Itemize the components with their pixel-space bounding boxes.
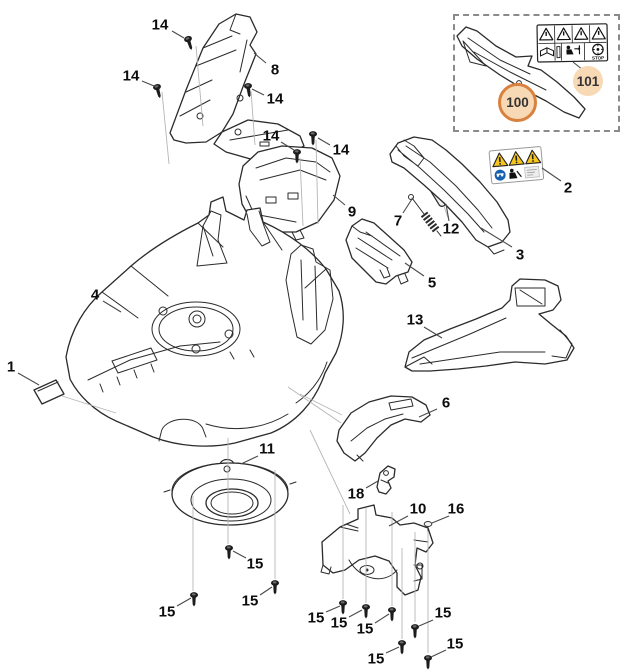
screw-icon[interactable] (183, 35, 196, 52)
callout-label-14[interactable]: 14 (266, 90, 284, 108)
screw-icon[interactable] (243, 82, 254, 98)
callout-label-12[interactable]: 12 (442, 220, 460, 238)
callout-label-5[interactable]: 5 (427, 274, 437, 292)
callout-label-13[interactable]: 13 (406, 311, 424, 329)
callout-label-15[interactable]: 15 (356, 620, 374, 638)
callout-label-15[interactable]: 15 (434, 604, 452, 622)
screw-icon[interactable] (398, 640, 406, 655)
callout-label-16[interactable]: 16 (447, 500, 465, 518)
callout-label-14[interactable]: 14 (262, 127, 280, 145)
part-8-drawing[interactable] (169, 13, 305, 161)
safety-glasses-icon (494, 169, 506, 181)
callout-badge-100[interactable]: 100 (498, 83, 537, 122)
screw-icon[interactable] (388, 607, 396, 622)
screw-icon[interactable] (152, 83, 164, 100)
callout-label-15[interactable]: 15 (446, 635, 464, 653)
inset-dashed-box (453, 14, 620, 132)
screw-icon[interactable] (190, 592, 198, 607)
part-5-drawing[interactable] (345, 218, 413, 285)
screw-icon[interactable] (225, 545, 233, 560)
part-10-drawing[interactable] (320, 504, 434, 596)
stop-dial-icon: STOP (592, 43, 604, 61)
person-mower-icon (509, 168, 522, 179)
screw-icon[interactable] (339, 600, 347, 615)
callout-label-18[interactable]: 18 (347, 485, 365, 503)
read-manual-icon (539, 47, 555, 57)
spacer-icon (556, 46, 561, 59)
part-4-drawing[interactable] (65, 196, 344, 447)
callout-label-15[interactable]: 15 (330, 614, 348, 632)
part-13-drawing[interactable] (404, 278, 575, 372)
callout-label-6[interactable]: 6 (441, 394, 451, 412)
part-1-drawing[interactable] (33, 379, 65, 405)
callout-label-9[interactable]: 9 (347, 203, 357, 221)
callout-label-10[interactable]: 10 (409, 500, 427, 518)
callout-label-8[interactable]: 8 (270, 61, 280, 79)
callout-label-11[interactable]: 11 (259, 440, 275, 458)
callout-label-15[interactable]: 15 (367, 650, 385, 668)
callout-label-15[interactable]: 15 (158, 603, 176, 621)
callout-label-15[interactable]: 15 (307, 609, 325, 627)
callout-label-2[interactable]: 2 (563, 179, 573, 197)
callout-label-14[interactable]: 14 (332, 141, 350, 159)
callout-badge-101[interactable]: 101 (573, 66, 603, 96)
callout-label-4[interactable]: 4 (90, 286, 100, 304)
screw-icon[interactable] (309, 131, 317, 146)
screw-icon[interactable] (424, 655, 432, 670)
part-11-drawing[interactable] (163, 458, 297, 526)
screw-icon[interactable] (411, 624, 419, 639)
part-2-sticker[interactable] (488, 146, 545, 185)
screw-icon[interactable] (271, 580, 279, 595)
stop-text: STOP (592, 55, 604, 60)
instruction-icon (524, 165, 540, 179)
callout-label-1[interactable]: 1 (6, 358, 16, 376)
part-101-sticker[interactable]: STOP (536, 23, 609, 63)
part-100-drawing[interactable] (456, 26, 586, 119)
screw-icon[interactable] (362, 604, 370, 619)
callout-label-14[interactable]: 14 (122, 67, 140, 85)
callout-label-15[interactable]: 15 (241, 592, 259, 610)
callout-label-14[interactable]: 14 (151, 16, 169, 34)
callout-label-7[interactable]: 7 (393, 212, 403, 230)
part-18-drawing[interactable] (376, 465, 396, 495)
callout-label-15[interactable]: 15 (246, 555, 264, 573)
callout-label-3[interactable]: 3 (515, 246, 525, 264)
part-6-drawing[interactable] (336, 395, 431, 462)
bystander-warning-icon (566, 45, 581, 55)
